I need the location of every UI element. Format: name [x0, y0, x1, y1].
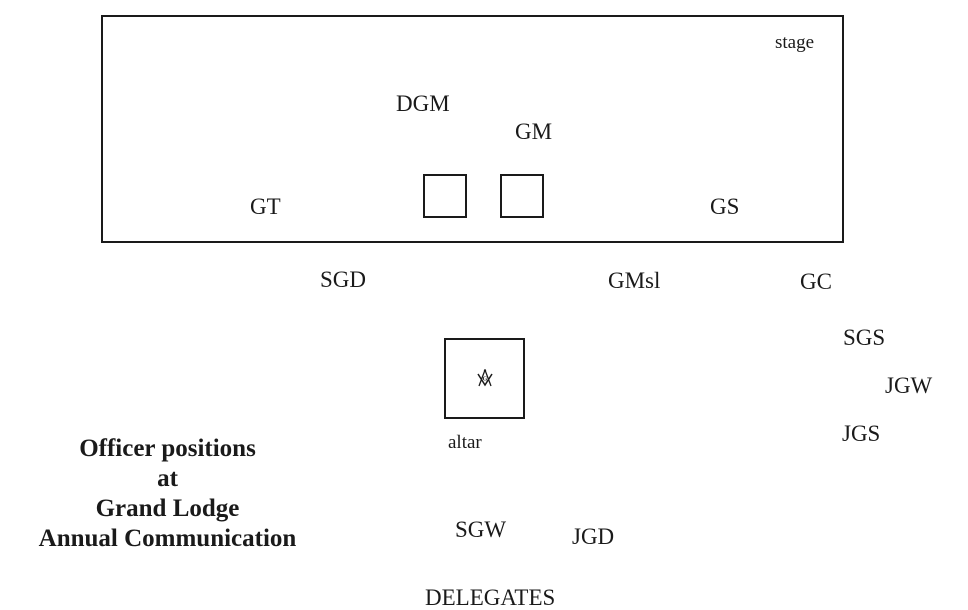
- position-gs: GS: [710, 194, 740, 219]
- title-line-1: Officer positions: [79, 435, 256, 462]
- title-line-4: Annual Communication: [38, 525, 297, 552]
- stage-label: stage: [775, 32, 815, 53]
- stage-area: [101, 15, 844, 243]
- altar-label: altar: [448, 432, 482, 453]
- chair-dgm: [423, 174, 467, 218]
- square-and-compass-icon: G: [477, 369, 493, 387]
- position-sgd: SGD: [320, 267, 367, 292]
- chair-gm: [500, 174, 544, 218]
- position-gmsl: GMsl: [608, 268, 661, 293]
- position-jgw: JGW: [885, 373, 933, 398]
- position-jgs: JGS: [842, 421, 881, 446]
- position-sgs: SGS: [843, 325, 886, 350]
- diagram-title: Officer positions at Grand Lodge Annual …: [0, 434, 335, 554]
- position-gm: GM: [515, 119, 553, 144]
- position-sgw: SGW: [455, 517, 507, 542]
- position-gc: GC: [800, 269, 832, 294]
- delegates-label: DELEGATES: [425, 585, 556, 610]
- altar-box: G: [444, 338, 525, 419]
- position-dgm: DGM: [396, 91, 450, 116]
- title-line-2: at: [157, 465, 178, 492]
- svg-text:G: G: [483, 377, 488, 383]
- position-gt: GT: [250, 194, 281, 219]
- title-line-3: Grand Lodge: [95, 495, 240, 522]
- position-jgd: JGD: [572, 524, 615, 549]
